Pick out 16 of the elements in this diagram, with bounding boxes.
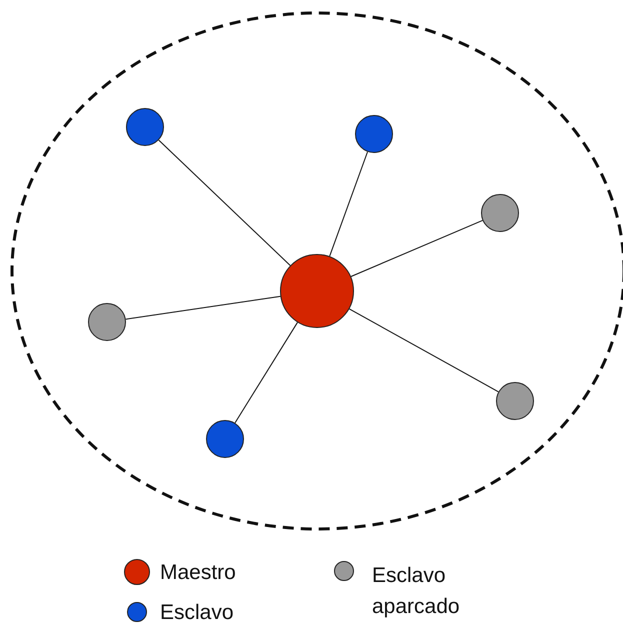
connection-line xyxy=(158,140,291,266)
connection-line xyxy=(234,322,298,424)
legend-label: Esclavo xyxy=(160,600,235,626)
connection-line xyxy=(329,151,368,257)
parked-slave-node xyxy=(88,303,126,341)
slave-node xyxy=(126,108,164,146)
legend-label: Maestro xyxy=(160,560,237,586)
connection-line xyxy=(350,220,484,277)
master-node xyxy=(280,254,354,328)
parked-slave-node xyxy=(496,382,534,420)
connection-line xyxy=(125,296,281,320)
slave-node xyxy=(355,115,393,153)
connection-line xyxy=(348,308,499,392)
legend-label: Esclavo aparcado xyxy=(372,563,461,620)
slave-node xyxy=(206,420,244,458)
parked-slave-node xyxy=(481,194,519,232)
